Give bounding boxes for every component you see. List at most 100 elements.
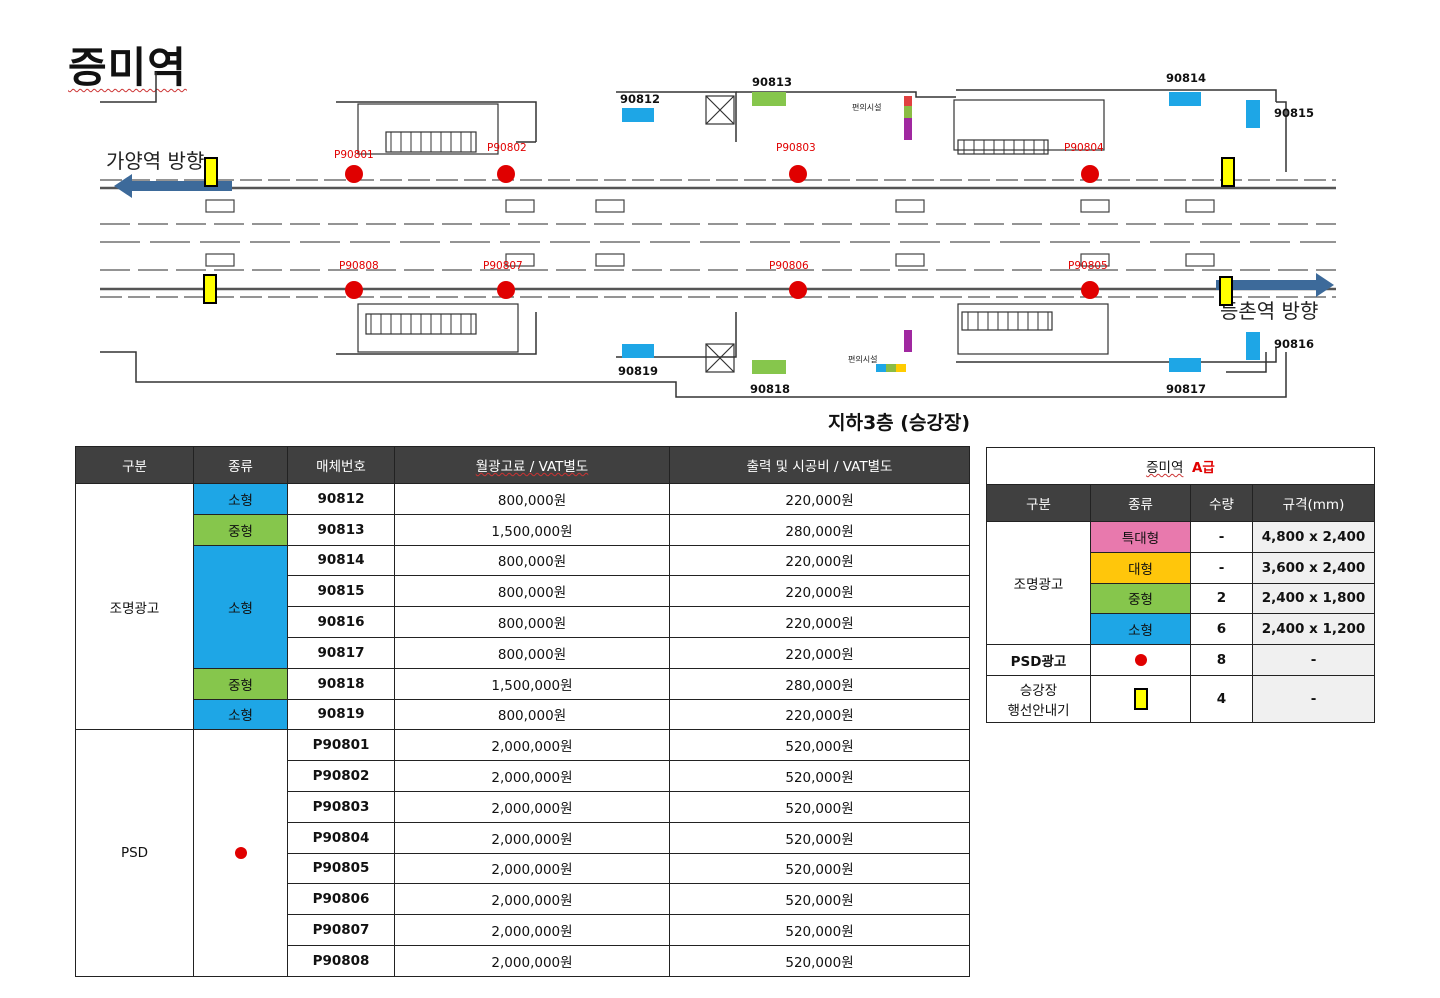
install-cost: 520,000원 (669, 821, 970, 854)
guide-display-2 (1221, 157, 1235, 187)
direction-right-label: 등촌역 방향 (1220, 299, 1318, 323)
summary-header-category: 구분 (986, 484, 1091, 522)
monthly-fee: 2,000,000원 (394, 944, 670, 977)
lightbox-90815 (1246, 100, 1260, 128)
lightbox-label-90815: 90815 (1274, 106, 1314, 120)
install-cost: 280,000원 (669, 513, 970, 546)
psd-P90803 (789, 165, 807, 183)
install-cost: 520,000원 (669, 883, 970, 916)
group-lightbox: 조명광고 (75, 482, 194, 731)
monthly-fee: 2,000,000원 (394, 883, 670, 916)
psd-P90808 (345, 281, 363, 299)
monthly-fee: 800,000원 (394, 544, 670, 577)
lightbox-label-90817: 90817 (1166, 382, 1206, 396)
type-cell: 중형 (193, 513, 288, 546)
type-cell: 소형 (193, 698, 288, 731)
price-table: 구분 종류 매체번호 월광고료 / VAT별도 출력 및 시공비 / VAT별도… (75, 446, 970, 977)
psd-label-P90808: P90808 (339, 260, 379, 272)
monthly-fee: 2,000,000원 (394, 914, 670, 946)
lightbox-label-90814: 90814 (1166, 71, 1206, 85)
psd-label-P90806: P90806 (769, 260, 809, 272)
install-cost: 520,000원 (669, 790, 970, 823)
summary-header-qty: 수량 (1190, 484, 1253, 522)
monthly-fee: 800,000원 (394, 636, 670, 669)
media-id: P90805 (287, 852, 395, 885)
psd-type-cell (193, 729, 288, 977)
group-psd: PSD (75, 729, 194, 977)
lightbox-label-90816: 90816 (1274, 337, 1314, 351)
summary-size: 2,400 x 1,800 (1252, 582, 1375, 615)
monthly-fee: 800,000원 (394, 698, 670, 731)
map-caption: 지하3층 (승강장) (828, 412, 971, 434)
summary-guide-icon-cell (1090, 674, 1191, 723)
psd-P90801 (345, 165, 363, 183)
summary-size: 2,400 x 1,200 (1252, 613, 1375, 646)
summary-type: 중형 (1090, 582, 1191, 615)
media-id: 90812 (287, 483, 395, 515)
psd-label-P90804: P90804 (1064, 142, 1104, 154)
summary-type: 대형 (1090, 551, 1191, 584)
media-id: P90806 (287, 883, 395, 916)
media-id: 90816 (287, 606, 395, 638)
install-cost: 220,000원 (669, 636, 970, 669)
monthly-fee: 800,000원 (394, 575, 670, 608)
lightbox-90818 (752, 360, 786, 374)
summary-group-lightbox: 조명광고 (986, 520, 1091, 646)
table-row: PSD P90801 2,000,000원 520,000원 (75, 729, 970, 977)
monthly-fee: 2,000,000원 (394, 760, 670, 792)
table-row: PSD광고 8 - (986, 644, 1375, 676)
summary-size: 4,800 x 2,400 (1252, 521, 1375, 553)
summary-type: 특대형 (1090, 521, 1191, 553)
summary-header-type: 종류 (1090, 484, 1191, 522)
summary-table: 증미역 A급 구분 종류 수량 규격(mm) 조명광고 특대형 - 4,800 … (986, 447, 1375, 723)
media-id: P90801 (287, 729, 395, 762)
monthly-fee: 1,500,000원 (394, 667, 670, 700)
lightbox-90814 (1169, 92, 1201, 106)
psd-label-P90803: P90803 (776, 142, 816, 154)
header-category: 구분 (75, 446, 194, 484)
guide-display-1 (204, 157, 218, 187)
table-row: 조명광고 소형 90812 800,000원 220,000원 (75, 482, 970, 731)
install-cost: 220,000원 (669, 544, 970, 577)
direction-left-label: 가양역 방향 (106, 149, 204, 173)
psd-label-P90805: P90805 (1068, 260, 1108, 272)
summary-header-size: 규격(mm) (1252, 484, 1375, 522)
monthly-fee: 800,000원 (394, 606, 670, 638)
header-media-id: 매체번호 (287, 446, 395, 484)
guide-display-4 (1219, 276, 1233, 306)
summary-qty: 8 (1190, 644, 1253, 676)
lightbox-90813 (752, 92, 786, 106)
guide-display-3 (203, 274, 217, 304)
install-cost: 520,000원 (669, 852, 970, 885)
summary-qty: 2 (1190, 582, 1253, 615)
media-id: 90817 (287, 636, 395, 669)
summary-size: 3,600 x 2,400 (1252, 551, 1375, 584)
psd-P90804 (1081, 165, 1099, 183)
monthly-fee: 2,000,000원 (394, 821, 670, 854)
media-id: 90814 (287, 544, 395, 577)
psd-label-P90807: P90807 (483, 260, 523, 272)
media-id: P90807 (287, 914, 395, 946)
psd-P90807 (497, 281, 515, 299)
summary-qty: 4 (1190, 674, 1253, 723)
media-id: 90815 (287, 575, 395, 608)
table-row: P90806 2,000,000원 520,000원 (76, 883, 970, 916)
summary-qty: - (1190, 521, 1253, 553)
table-row: 조명광고 특대형 - 4,800 x 2,400 (986, 520, 1375, 646)
lightbox-90817 (1169, 358, 1201, 372)
header-install-cost: 출력 및 시공비 / VAT별도 (669, 446, 970, 484)
summary-size: - (1252, 644, 1375, 676)
install-cost: 520,000원 (669, 729, 970, 762)
psd-dot-icon (234, 847, 247, 860)
media-id: P90802 (287, 760, 395, 792)
table-row: P90808 2,000,000원 520,000원 (76, 944, 970, 977)
monthly-fee: 800,000원 (394, 483, 670, 515)
summary-psd-icon-cell (1090, 644, 1191, 676)
summary-qty: 6 (1190, 613, 1253, 646)
psd-P90802 (497, 165, 515, 183)
summary-psd-label: PSD광고 (986, 644, 1091, 676)
table-row: 소형 90814 800,000원 220,000원 (76, 544, 970, 669)
psd-P90806 (789, 281, 807, 299)
type-cell: 중형 (193, 667, 288, 700)
